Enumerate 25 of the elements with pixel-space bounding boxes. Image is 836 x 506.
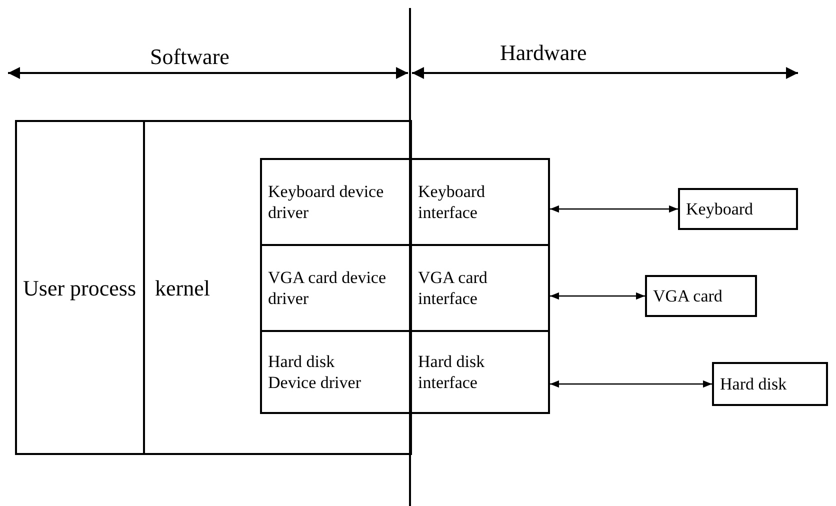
node-label: User process xyxy=(23,274,137,302)
node-label: VGA card interface xyxy=(418,266,488,310)
driver-cell xyxy=(260,158,412,246)
double-arrow xyxy=(550,205,678,213)
node-label: VGA card device driver xyxy=(268,266,386,310)
double-arrow xyxy=(550,380,712,388)
process-box xyxy=(15,120,145,455)
device-box xyxy=(678,188,798,230)
node-label: Keyboard xyxy=(686,198,754,220)
section-label: Hardware xyxy=(500,40,587,66)
driver-cell xyxy=(260,330,412,414)
node-label: VGA card xyxy=(653,285,724,307)
interface-cell xyxy=(410,330,550,414)
interface-cell xyxy=(410,158,550,246)
group-title: kernel xyxy=(155,274,210,302)
node-label: Hard disk Device driver xyxy=(268,350,362,394)
section-label: Software xyxy=(150,44,230,70)
node-label: Keyboard device driver xyxy=(268,180,385,224)
node-label: Keyboard interface xyxy=(418,180,486,224)
kernel-box xyxy=(143,120,412,455)
device-box xyxy=(645,275,757,317)
double-arrow xyxy=(550,292,645,300)
node-label: Hard disk xyxy=(720,373,788,395)
node-label: Hard disk interface xyxy=(418,350,486,394)
device-box xyxy=(712,362,828,406)
